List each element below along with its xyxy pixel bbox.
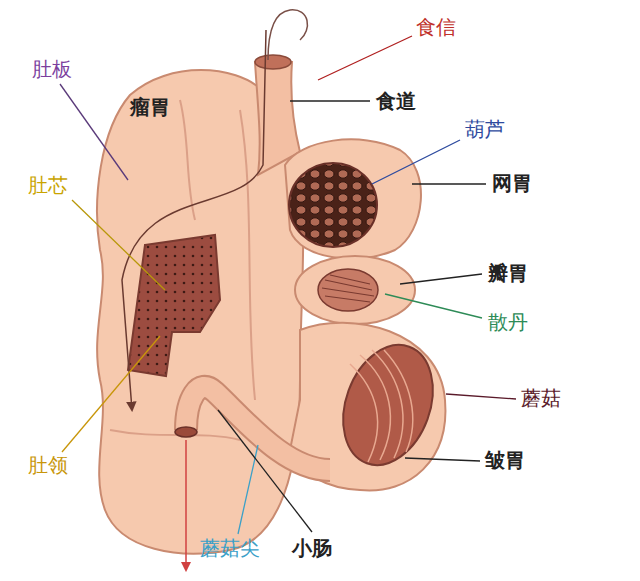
leader-line [290,100,370,101]
omasum [295,256,415,324]
leader-line [72,200,165,290]
leader-line [318,36,412,80]
part-label: 肚板 [32,58,72,80]
part-label: 食道 [376,90,416,112]
part-label: 散丹 [488,311,528,333]
part-label: 肚领 [28,454,68,476]
part-label: 蘑菇 [521,387,561,409]
leader-line [60,84,128,180]
leader-line [218,410,312,532]
rumen-lining [128,235,220,376]
part-label: 小肠 [292,537,332,559]
leader-line [62,336,160,452]
part-label: 瓣胃 [488,262,528,284]
part-label: 皱胃 [485,449,525,471]
part-label: 食信 [416,16,456,38]
small-intestine [175,387,330,470]
leader-line [412,183,486,184]
leader-line [385,294,482,318]
flow-arrows [122,30,266,570]
reticulum [285,139,421,258]
leader-line [405,458,480,461]
leader-line [400,274,482,284]
leader-lines [60,36,516,534]
leader-line [446,394,516,399]
part-label: 网胃 [492,172,532,194]
part-label: 葫芦 [465,118,505,140]
part-label: 肚芯 [28,174,68,196]
part-label: 蘑菇尖 [200,537,260,559]
part-label: 瘤胃 [130,96,170,118]
leader-line [372,140,460,184]
